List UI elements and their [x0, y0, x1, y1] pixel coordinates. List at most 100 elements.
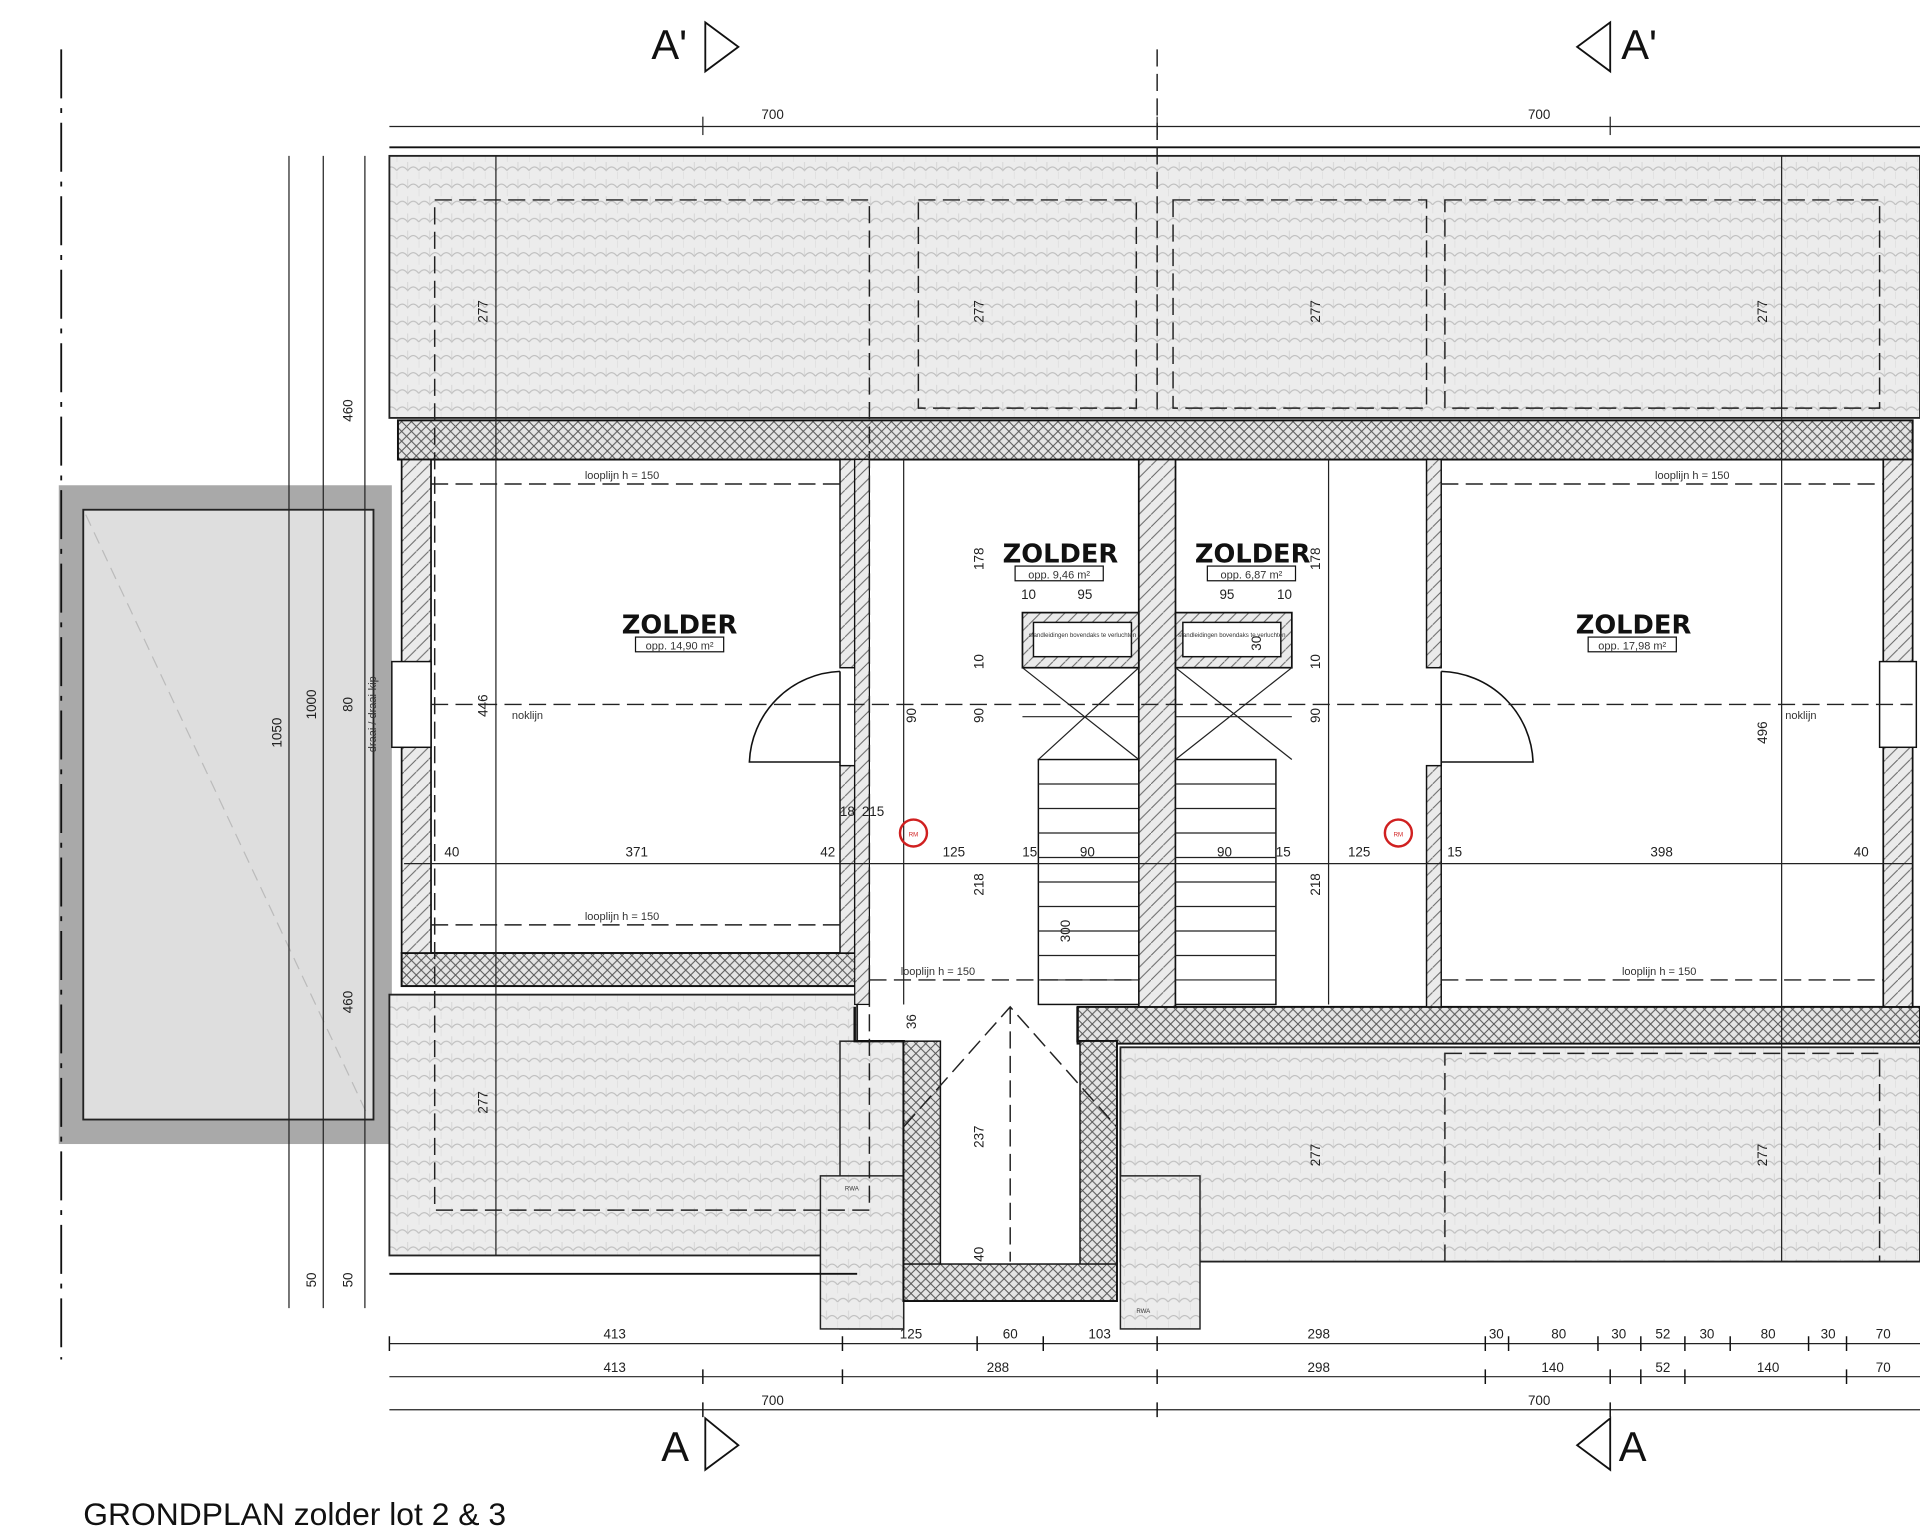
noklijn-note: noklijn	[1785, 710, 1816, 722]
dim-label: 218	[1308, 873, 1323, 895]
dim-label: 30	[1611, 1327, 1626, 1342]
dim-label: 277	[475, 300, 490, 322]
looplijn-note: looplijn h = 150	[1622, 966, 1696, 978]
section-arrow-icon	[1575, 20, 1612, 74]
rwa-label: RWA	[1136, 1308, 1151, 1315]
dim-label: 52	[1655, 1360, 1670, 1375]
rwa-label: RWA	[845, 1186, 860, 1193]
dim-label: 460	[341, 991, 356, 1013]
dim-label: 496	[1755, 721, 1770, 743]
dim-label: 125	[1348, 844, 1370, 859]
room-name: ZOLDER	[622, 610, 738, 640]
dim-label: 140	[1757, 1360, 1779, 1375]
dim-label: 95	[1077, 587, 1092, 602]
dim-label: 413	[603, 1360, 625, 1375]
drawing-title: GRONDPLAN zolder lot 2 & 3	[83, 1496, 506, 1532]
rm-label: RM	[1394, 832, 1404, 839]
door-left[interactable]	[748, 670, 841, 766]
dim-label: 446	[475, 694, 490, 716]
dim-label: 700	[1528, 1393, 1550, 1408]
dim-label: 50	[341, 1272, 356, 1287]
roof-tiles	[388, 146, 1920, 1330]
dim-label: 70	[1876, 1327, 1891, 1342]
dim-label: 10	[1021, 587, 1036, 602]
dim-label: 125	[943, 844, 965, 859]
section-mark-bottom-right: A	[1619, 1423, 1647, 1470]
window-note: draai / draai-kip	[367, 676, 379, 752]
dim-label: 215	[862, 804, 884, 819]
dim-label: 277	[1755, 1144, 1770, 1166]
room-name: ZOLDER	[1576, 610, 1692, 640]
dim-label: 90	[1308, 708, 1323, 723]
dim-label: 10	[971, 654, 986, 669]
looplijn-note: looplijn h = 150	[1655, 470, 1729, 482]
dim-label: 90	[904, 708, 919, 723]
dim-label: 140	[1541, 1360, 1563, 1375]
noklijn-note: noklijn	[512, 710, 543, 722]
ventilation-note: standleidingen bovendaks te verluchten	[1029, 632, 1136, 639]
room-area: opp. 9,46 m²	[1028, 569, 1090, 581]
dim-label: 70	[1876, 1360, 1891, 1375]
door-right[interactable]	[1440, 670, 1534, 766]
ventilation-note: standleidingen bovendaks te verluchten	[1178, 632, 1285, 639]
dim-label: 40	[1854, 844, 1869, 859]
room-name: ZOLDER	[1003, 539, 1119, 569]
dim-label: 1050	[270, 718, 285, 748]
dim-label: 10	[1308, 654, 1323, 669]
dim-label: 237	[971, 1125, 986, 1147]
dim-label: 40	[971, 1247, 986, 1262]
dim-label: 218	[971, 873, 986, 895]
dimensions: 700 700 1050 1000 80 460 460 50 50 277 2…	[270, 107, 1891, 1408]
notes: looplijn h = 150 looplijn h = 150 loopli…	[367, 470, 1817, 1315]
dim-label: 90	[1217, 844, 1232, 859]
dimension-ticks	[388, 1336, 1848, 1418]
dim-label: 80	[1761, 1327, 1776, 1342]
dim-label: 1000	[304, 689, 319, 719]
dim-label: 18	[840, 804, 855, 819]
dim-label: 30	[1821, 1327, 1836, 1342]
dim-label: 288	[987, 1360, 1009, 1375]
dim-label: 15	[1276, 844, 1291, 859]
dim-label: 277	[1308, 1144, 1323, 1166]
dim-label: 125	[900, 1327, 922, 1342]
dim-label: 60	[1003, 1327, 1018, 1342]
dim-label: 300	[1058, 920, 1073, 942]
dim-label: 30	[1699, 1327, 1714, 1342]
dim-label: 460	[341, 399, 356, 421]
dim-label: 398	[1650, 844, 1672, 859]
staircase-right	[1174, 611, 1293, 1006]
dim-label: 15	[1022, 844, 1037, 859]
dim-label: 80	[1551, 1327, 1566, 1342]
dim-label: 700	[1528, 107, 1550, 122]
looplijn-note: looplijn h = 150	[585, 911, 659, 923]
dim-label: 178	[971, 547, 986, 569]
room-area: opp. 6,87 m²	[1220, 569, 1282, 581]
staircase-left	[1021, 611, 1140, 1006]
section-markers: A' A' A A	[651, 20, 1657, 1472]
dim-label: 90	[1080, 844, 1095, 859]
dashed-lines	[60, 49, 1913, 1360]
walls	[391, 419, 1920, 1302]
dim-label: 90	[971, 708, 986, 723]
room-name: ZOLDER	[1195, 539, 1311, 569]
looplijn-note: looplijn h = 150	[585, 470, 659, 482]
dim-label: 298	[1308, 1360, 1330, 1375]
smoke-detector-icon	[898, 818, 929, 848]
dim-label: 700	[761, 107, 783, 122]
dim-label: 700	[761, 1393, 783, 1408]
room-labels: ZOLDER opp. 14,90 m² ZOLDER opp. 9,46 m²…	[622, 539, 1692, 653]
dim-label: 40	[444, 844, 459, 859]
room-area: opp. 14,90 m²	[646, 640, 714, 652]
dim-label: 50	[304, 1272, 319, 1287]
dim-label: 298	[1308, 1327, 1330, 1342]
dim-label: 80	[341, 697, 356, 712]
dim-label: 413	[603, 1327, 625, 1342]
room-area: opp. 17,98 m²	[1598, 640, 1666, 652]
dim-label: 277	[1755, 300, 1770, 322]
rm-label: RM	[909, 832, 919, 839]
dim-label: 103	[1088, 1327, 1110, 1342]
section-arrow-icon	[1575, 1416, 1612, 1472]
smoke-detector-icon	[1383, 818, 1414, 848]
looplijn-note: looplijn h = 150	[901, 966, 975, 978]
